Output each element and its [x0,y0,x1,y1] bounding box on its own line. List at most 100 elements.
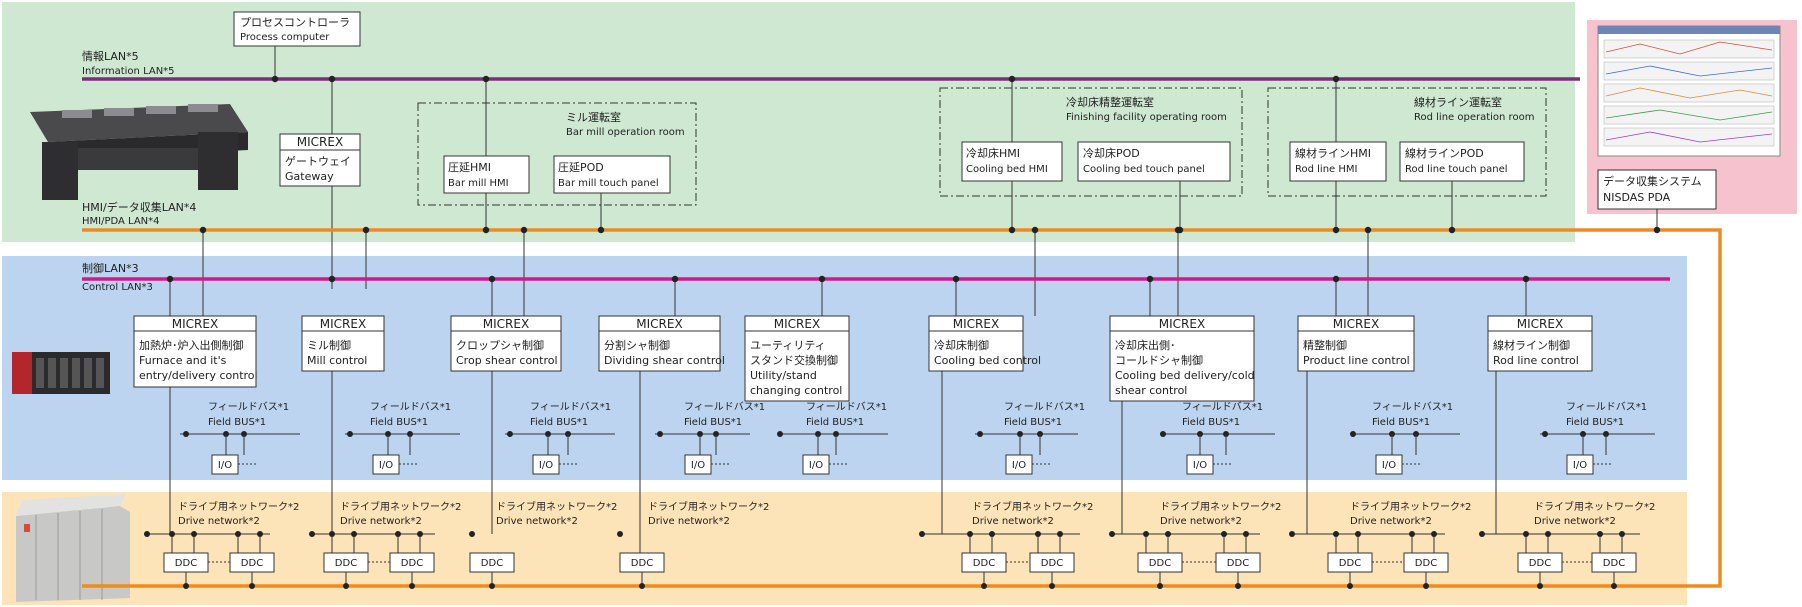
bar-mill-hmi-en: Bar mill HMI [448,178,509,189]
gateway-ja: ゲートウェイ [285,155,351,168]
ddc-lan-dot [409,583,415,589]
controller-brand: MICREX [320,317,366,331]
ddc-label: DDC [1041,558,1063,569]
io-module-label: I/O [1573,460,1587,471]
field-bus-label-ja: フィールドバス*1 [1004,401,1085,413]
controller-box-4 [598,315,721,372]
field-bus-label-ja: フィールドバス*1 [1566,401,1647,413]
controller-label-line: クロップシャ制御 [456,338,544,352]
process-controller-en: Process computer [240,32,330,43]
drive-network-label-ja: ドライブ用ネットワーク*2 [1534,500,1655,513]
controller-label-line: ユーティリティ [750,339,826,352]
drive-bus-dot [417,531,423,537]
drive-bus-dot [1619,531,1625,537]
drive-bus-dot [1333,531,1339,537]
controller-label-line: Product line control [1303,354,1410,367]
ddc-label: DDC [175,558,197,569]
controller-brand: MICREX [1333,317,1379,331]
ddc-label: DDC [1603,558,1625,569]
drive-network-label-en: Drive network*2 [178,516,260,527]
field-bus-label-en: Field BUS*1 [530,417,588,428]
ddc-label: DDC [973,558,995,569]
field-bus-label-ja: フィールドバス*1 [530,401,611,413]
ddc-lan-dot [343,583,349,589]
drive-network-label-en: Drive network*2 [496,516,578,527]
drive-bus-dot [235,531,241,537]
drive-bus-dot [1109,531,1115,537]
controller-label-line: 精整制御 [1303,338,1347,352]
field-bus-dot [1542,431,1548,437]
rod-line-pod-ja: 線材ラインPOD [1405,146,1484,160]
ddc-label: DDC [1529,558,1551,569]
lan-junction-dots [166,75,1661,283]
drive-bus-dot [309,531,315,537]
ddc-lan-dot [1423,583,1429,589]
drive-bus-dot [1479,531,1485,537]
controller-label-line: changing control [750,384,842,397]
field-bus-label-ja: フィールドバス*1 [208,401,289,413]
room-finishing-ja: 冷却床精整運転室 [1066,95,1154,109]
field-bus-dot [1350,431,1356,437]
controller-label-line: Mill control [307,354,367,367]
hmi-lan-label-en: HMI/PDA LAN*4 [82,216,160,227]
controller-box-1 [133,315,257,388]
ddc-lan-dot [1537,583,1543,589]
hmi-pda-lan-line [82,228,1722,588]
drive-network-label-en: Drive network*2 [972,516,1054,527]
process-controller-ja: プロセスコントローラ [240,16,350,29]
rod-line-hmi-ja: 線材ラインHMI [1295,146,1371,160]
ddc-label: DDC [481,558,503,569]
bar-mill-pod-en: Bar mill touch panel [558,178,659,189]
field-bus-dot [1160,431,1166,437]
controller-brand: MICREX [953,317,999,331]
pda-screen-illustration [1597,25,1781,157]
field-bus-label-ja: フィールドバス*1 [1372,401,1453,413]
drive-bus-dot [919,531,925,537]
cooling-bed-pod-ja: 冷却床POD [1083,146,1140,160]
gateway-en: Gateway [285,170,334,183]
ddc-lan-dot [1611,583,1617,589]
rod-line-pod-box [1399,141,1525,182]
pda-en: NISDAS PDA [1603,191,1671,204]
io-module-label: I/O [809,460,823,471]
drive-network-label-en: Drive network*2 [1350,516,1432,527]
drive-network-label-ja: ドライブ用ネットワーク*2 [496,500,617,513]
ddc-lan-dot [639,583,645,589]
drive-bus-dot [989,531,995,537]
ddc-label: DDC [241,558,263,569]
ddc-lan-dot [981,583,987,589]
controller-box-9 [1487,315,1593,372]
field-bus-label-en: Field BUS*1 [1182,417,1240,428]
controller-box-3 [450,315,562,372]
room-rod-line-ja: 線材ライン運転室 [1414,95,1502,109]
ddc-label: DDC [1339,558,1361,569]
rod-line-hmi-en: Rod line HMI [1295,164,1357,175]
ddc-lan-dot [1049,583,1055,589]
controller-label-line: Cooling bed delivery/cold [1115,369,1255,382]
ddc-label: DDC [1149,558,1171,569]
io-module-label: I/O [1012,460,1026,471]
drive-network-label-ja: ドライブ用ネットワーク*2 [340,500,461,513]
ddc-label: DDC [401,558,423,569]
drive-bus-dot [329,531,335,537]
field-bus-dot [657,431,663,437]
drive-network-label-ja: ドライブ用ネットワーク*2 [972,500,1093,513]
controller-label-line: 線材ライン制御 [1493,338,1570,352]
field-bus-label-en: Field BUS*1 [370,417,428,428]
room-finishing-en: Finishing facility operating room [1066,112,1227,123]
field-bus-label-en: Field BUS*1 [208,417,266,428]
drive-bus-dot [1165,531,1171,537]
drive-bus-dot [395,531,401,537]
controller-label-line: Cooling bed control [934,354,1041,367]
control-lan-label-ja: 制御LAN*3 [82,261,139,275]
drive-network-label-en: Drive network*2 [648,516,730,527]
field-bus-label-en: Field BUS*1 [806,417,864,428]
cooling-bed-pod-box [1077,141,1231,182]
ddc-lan-dot [1235,583,1241,589]
pda-box [1597,169,1717,210]
drive-bus-dot [1143,531,1149,537]
drive-bus-dot [967,531,973,537]
bar-mill-room-frame [417,102,697,206]
